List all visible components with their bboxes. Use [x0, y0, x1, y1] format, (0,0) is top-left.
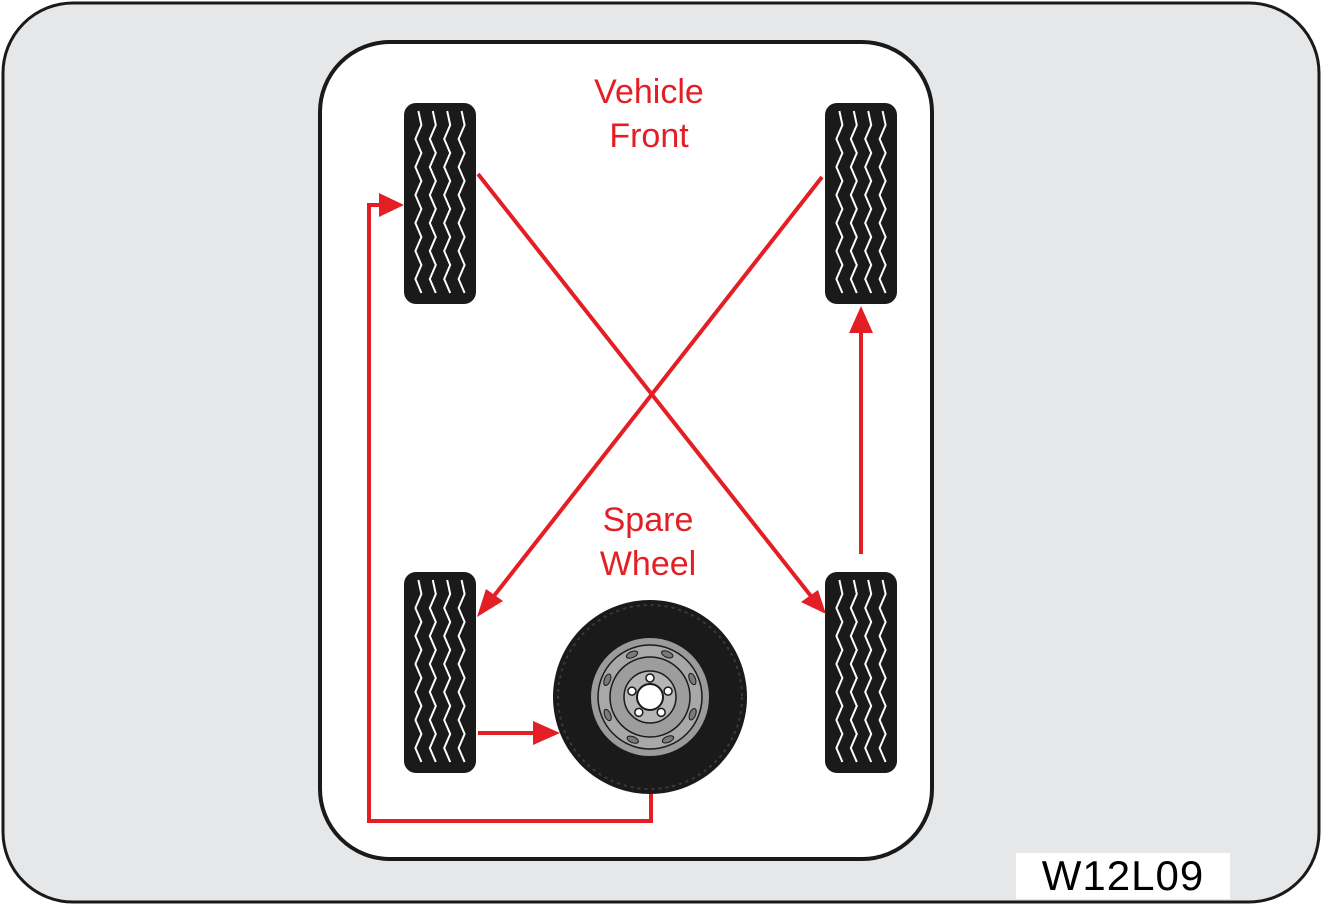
- tyre-tread-icon: [835, 110, 887, 294]
- rim-vent: [661, 650, 674, 659]
- arrow-front-left-to-rear-right: [476, 172, 816, 602]
- rim-vent: [688, 708, 697, 721]
- tyre-body: [404, 103, 476, 304]
- rear-left-tyre: [404, 572, 476, 773]
- rim-vent: [688, 672, 697, 686]
- rim-vent: [661, 735, 675, 744]
- tyre-tread-icon: [414, 110, 466, 294]
- lug-nut: [645, 673, 655, 683]
- tyre-body: [825, 103, 897, 304]
- rim-vent: [603, 708, 612, 722]
- front-left-tyre: [404, 103, 476, 304]
- rotation-arrows: [367, 172, 873, 823]
- figure-code: W12L09: [1016, 853, 1230, 899]
- spare-wheel-label-line2: Wheel: [600, 545, 696, 583]
- vehicle-front-label-line1: Vehicle: [594, 73, 704, 111]
- arrowhead-front-left: [379, 193, 404, 217]
- arrowhead-front-right: [849, 306, 873, 333]
- tyre-body: [404, 572, 476, 773]
- tyre-tread-icon: [414, 579, 466, 763]
- wheel-rim-icon: [589, 636, 711, 758]
- tyre-body: [825, 572, 897, 773]
- rear-right-tyre: [825, 572, 897, 773]
- arrowhead-rear-left: [477, 589, 503, 617]
- front-right-tyre: [825, 103, 897, 304]
- spare-wheel: [553, 600, 747, 794]
- arrowhead-spare: [533, 721, 560, 745]
- lug-nut: [627, 686, 637, 696]
- spare-wheel-label-line1: Spare: [603, 501, 694, 539]
- lug-nut: [634, 707, 644, 718]
- arrowhead-rear-right: [801, 590, 826, 614]
- rim-vent: [625, 650, 639, 659]
- lug-nut: [663, 686, 673, 696]
- arrow-spare-to-front-left: [367, 203, 653, 823]
- rim-vent: [626, 735, 639, 744]
- rim-vent: [603, 673, 612, 686]
- lug-nut: [656, 707, 666, 718]
- arrow-front-right-to-rear-left: [488, 175, 824, 603]
- tyre-tread-icon: [835, 579, 887, 763]
- vehicle-front-label-line2: Front: [609, 117, 689, 155]
